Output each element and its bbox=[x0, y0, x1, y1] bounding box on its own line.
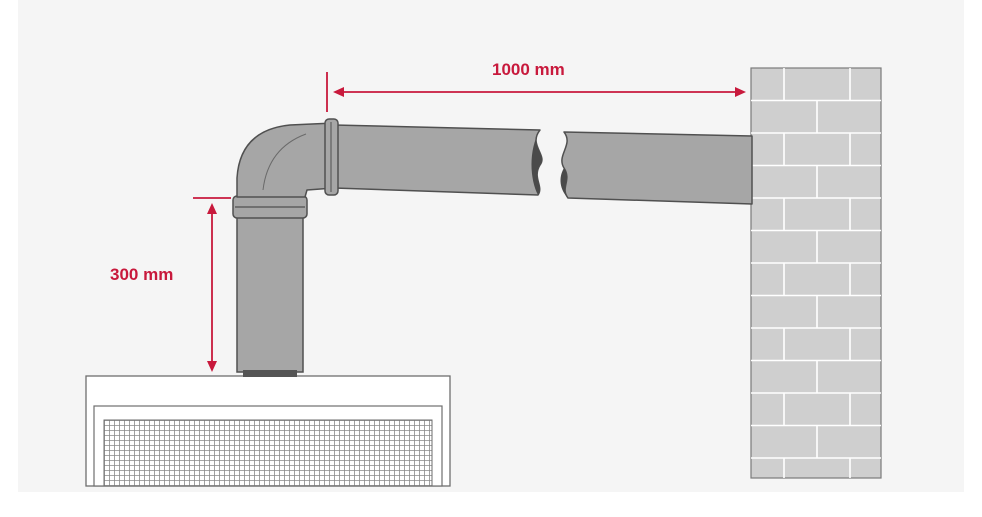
dimension-line-horizontal bbox=[326, 72, 746, 112]
dimension-line-vertical bbox=[193, 197, 231, 372]
horizontal-flue-pipe-right bbox=[560, 131, 753, 205]
dimension-label-vertical: 300 mm bbox=[110, 265, 174, 284]
boiler bbox=[85, 375, 451, 487]
dimension-label-horizontal: 1000 mm bbox=[492, 60, 565, 79]
horizontal-flue-pipe-left bbox=[324, 118, 543, 196]
elbow-bend bbox=[236, 122, 335, 198]
vertical-flue-pipe bbox=[232, 195, 308, 377]
brick-wall bbox=[750, 67, 882, 479]
